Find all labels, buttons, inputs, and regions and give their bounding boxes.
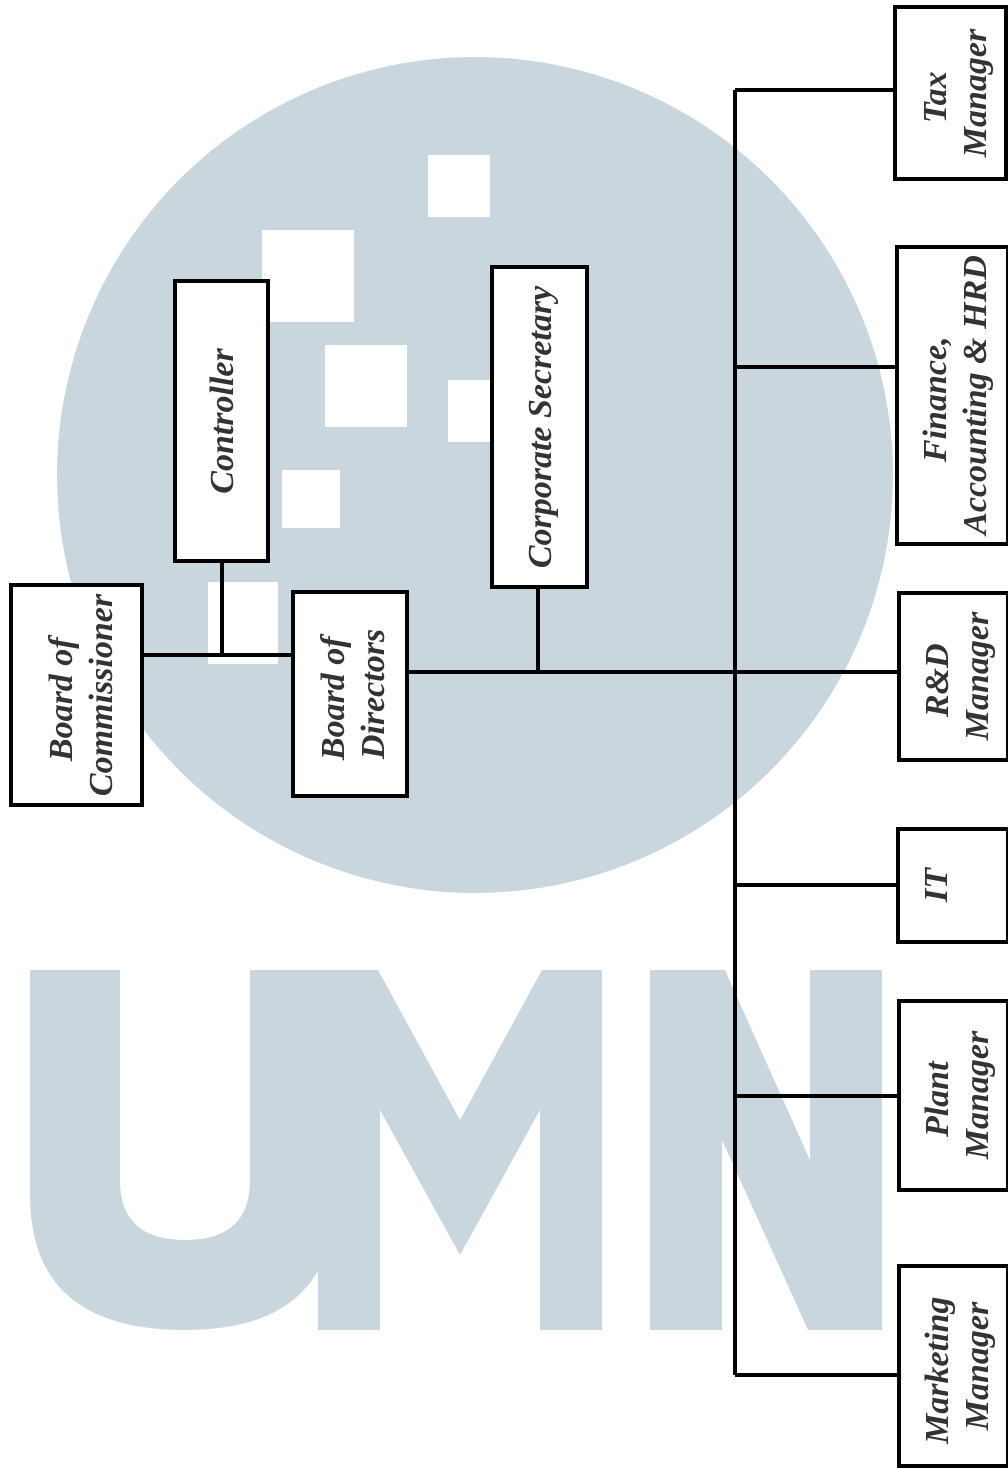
watermark-square (428, 155, 490, 217)
node-box (173, 279, 270, 563)
node-controller: Controller (173, 279, 270, 563)
node-corporate-secretary: Corporate Secretary (490, 265, 589, 589)
node-box (291, 590, 409, 798)
node-box (896, 827, 1008, 944)
node-box (490, 265, 589, 589)
node-label: IT (918, 867, 955, 903)
node-label: Controller (204, 347, 241, 493)
node-rd-manager: R&D Manager (897, 591, 1008, 762)
node-box (897, 999, 1008, 1192)
node-plant-manager: Plant Manager (897, 999, 1008, 1192)
node-label: Board of Commissioner (43, 593, 120, 796)
node-label: Plant Manager (919, 1030, 996, 1160)
node-label: Board of Directors (315, 628, 392, 761)
node-finance-accounting-hrd: Finance, Accounting & HRD (895, 245, 1008, 546)
node-label: Finance, Accounting & HRD (917, 255, 994, 537)
node-marketing-manager: Marketing Manager (897, 1264, 1008, 1468)
watermark-square (262, 230, 354, 322)
watermark-letter-n (650, 970, 882, 1330)
watermark-letter-m (318, 970, 602, 1330)
watermark-square (208, 582, 278, 664)
node-tax-manager: Tax Manager (893, 5, 1008, 181)
node-label: R&D Manager (919, 611, 996, 741)
node-box (893, 5, 1008, 181)
node-board-of-commissioner: Board of Commissioner (9, 583, 144, 807)
watermark-square (325, 345, 407, 427)
watermark-letter-u (30, 970, 335, 1330)
node-it: IT (896, 827, 1008, 944)
watermark-square (282, 470, 340, 528)
node-label: Tax Manager (917, 28, 994, 158)
node-board-of-directors: Board of Directors (291, 590, 409, 798)
connector-lines (143, 88, 899, 1377)
node-box (897, 591, 1008, 762)
node-label: Corporate Secretary (522, 285, 559, 568)
node-box (9, 583, 144, 807)
node-label: Marketing Manager (919, 1288, 996, 1445)
node-box (895, 245, 1008, 546)
node-box (897, 1264, 1008, 1468)
